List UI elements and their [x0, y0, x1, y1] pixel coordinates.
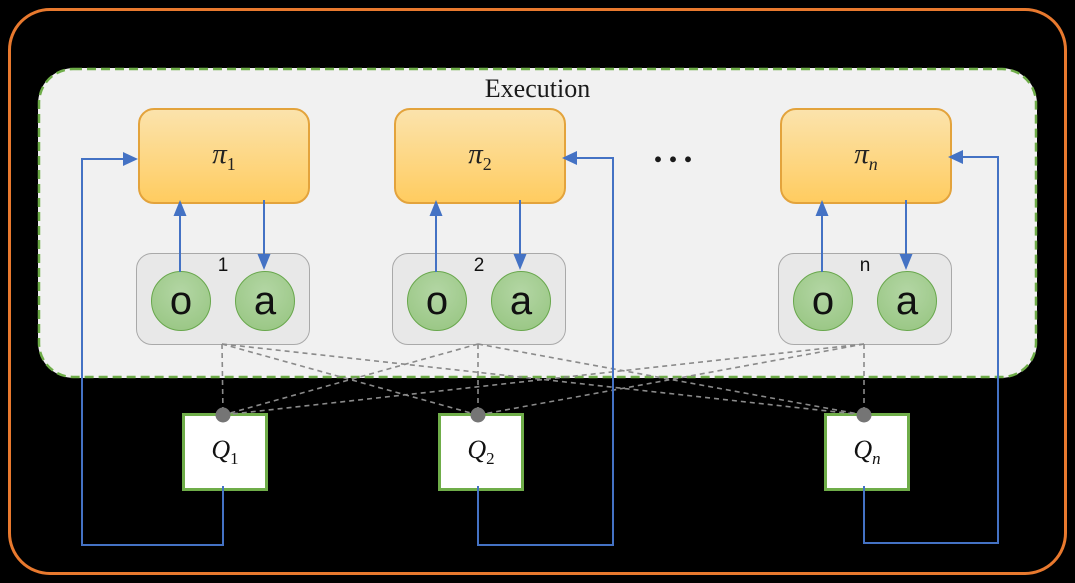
- q-subscript-2: 2: [486, 449, 495, 469]
- act-label-1: a: [253, 279, 277, 323]
- q-label-2: Q2: [467, 435, 494, 469]
- agent-superscript-n: n: [859, 255, 871, 276]
- policy-box-n: πn: [780, 108, 952, 204]
- policy-label-n: πn: [854, 138, 878, 175]
- q-box-n: Qn: [824, 413, 910, 491]
- obs-act-box-n: n o a: [778, 253, 952, 345]
- policy-subscript-2: 2: [482, 153, 492, 174]
- obs-label-2: o: [425, 279, 449, 323]
- policy-box-2: π2: [394, 108, 566, 204]
- policy-label-2: π2: [468, 138, 492, 175]
- act-circle-2: a: [491, 271, 551, 331]
- act-circle-1: a: [235, 271, 295, 331]
- obs-label-1: o: [169, 279, 193, 323]
- policy-symbol-2: π: [468, 137, 483, 170]
- act-circle-n: a: [877, 271, 937, 331]
- q-subscript-n: n: [872, 449, 881, 469]
- agent-superscript-1: 1: [217, 255, 229, 276]
- act-label-2: a: [509, 279, 533, 323]
- act-label-n: a: [895, 279, 919, 323]
- outer-frame: [8, 8, 1067, 575]
- obs-label-n: o: [811, 279, 835, 323]
- policy-box-1: π1: [138, 108, 310, 204]
- q-symbol-1: Q: [211, 434, 231, 464]
- obs-circle-1: o: [151, 271, 211, 331]
- q-box-1: Q1: [182, 413, 268, 491]
- obs-circle-2: o: [407, 271, 467, 331]
- policy-subscript-n: n: [868, 153, 878, 174]
- q-symbol-n: Q: [853, 434, 873, 464]
- obs-circle-n: o: [793, 271, 853, 331]
- q-box-2: Q2: [438, 413, 524, 491]
- q-label-1: Q1: [211, 435, 238, 469]
- obs-act-box-2: 2 o a: [392, 253, 566, 345]
- policy-label-1: π1: [212, 138, 236, 175]
- obs-act-box-1: 1 o a: [136, 253, 310, 345]
- policy-symbol-n: π: [854, 137, 869, 170]
- q-symbol-2: Q: [467, 434, 487, 464]
- policy-subscript-1: 1: [226, 153, 236, 174]
- ellipsis: ...: [653, 130, 699, 170]
- policy-symbol-1: π: [212, 137, 227, 170]
- execution-title: Execution: [484, 74, 591, 103]
- agent-superscript-2: 2: [473, 255, 485, 276]
- q-label-n: Qn: [853, 435, 880, 469]
- q-subscript-1: 1: [230, 449, 239, 469]
